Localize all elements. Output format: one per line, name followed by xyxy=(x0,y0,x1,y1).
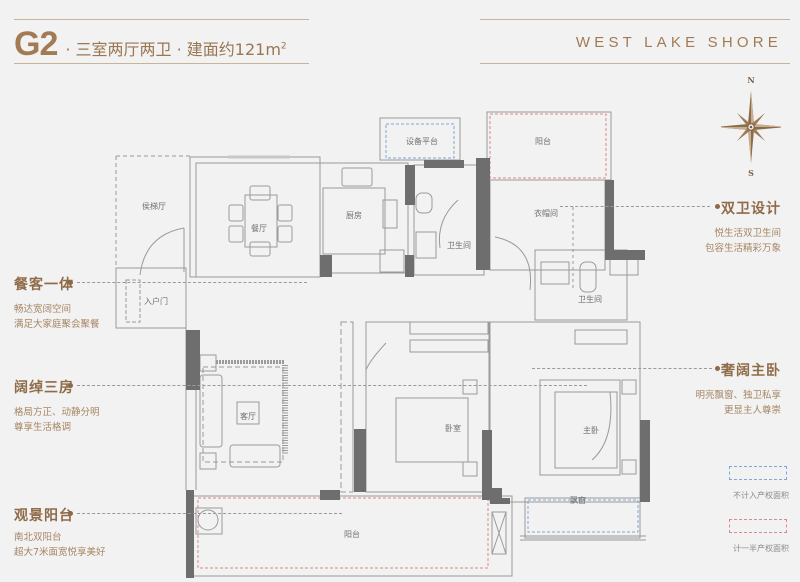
room-label-entrance: 入户门 xyxy=(144,296,168,306)
room-label-dining: 餐厅 xyxy=(251,224,267,233)
callout-line xyxy=(77,513,342,514)
feature-view-balcony: 观景阳台 南北双阳台 超大7米面宽悦享美好 xyxy=(14,505,106,560)
feature-title: 奢阔主卧 xyxy=(721,363,781,379)
callout-dot xyxy=(715,204,720,209)
feature-dual-bathrooms: 双卫设计 悦生活双卫生间 包容生活精彩万象 xyxy=(705,198,781,256)
room-label-bathroom-1: 卫生间 xyxy=(447,240,471,250)
floorplan-title: G2 · 三室两厅两卫 · 建面约121m2 xyxy=(14,25,287,64)
brand-bottom-rule xyxy=(480,63,790,64)
feature-desc-line: 畅达宽阔空间 xyxy=(14,304,72,315)
feature-title: 餐客一体 xyxy=(14,277,74,293)
feature-master-suite: 奢阔主卧 明亮飘窗、独卫私享 更显主人尊崇 xyxy=(695,360,781,418)
callout-line xyxy=(532,368,712,369)
layout-summary: · 三室两厅两卫 · 建面约121m2 xyxy=(65,36,286,60)
feature-title: 观景阳台 xyxy=(14,508,74,524)
legend-label-half-area: 计一半产权面积 xyxy=(733,544,789,553)
south-label: S xyxy=(748,168,754,178)
room-label-kitchen: 厨房 xyxy=(346,210,362,220)
feature-desc-line: 悦生活双卫生间 xyxy=(714,228,781,239)
feature-desc: 明亮飘窗、独卫私享 更显主人尊崇 xyxy=(695,388,781,418)
room-label-north-balcony: 阳台 xyxy=(535,136,551,146)
room-label-elevator-hall: 侯梯厅 xyxy=(142,201,166,211)
callout-dot xyxy=(68,511,73,516)
feature-desc-line: 南北双阳台 xyxy=(14,532,62,543)
callout-line xyxy=(560,206,710,207)
header-top-rule xyxy=(14,19,309,20)
feature-dining-living: 餐客一体 畅达宽阔空间 满足大家庭聚会聚餐 xyxy=(14,274,100,332)
room-label-living: 客厅 xyxy=(240,411,256,421)
room-label-closet: 衣帽间 xyxy=(534,208,558,218)
feature-desc-line: 满足大家庭聚会聚餐 xyxy=(14,319,100,330)
area-superscript: 2 xyxy=(280,41,287,52)
layout-summary-text: · 三室两厅两卫 · 建面约121m xyxy=(65,40,281,59)
callout-dot xyxy=(68,383,73,388)
feature-desc: 格局方正、动静分明 尊享生活格调 xyxy=(14,405,100,435)
feature-desc-line: 更显主人尊崇 xyxy=(723,405,781,416)
feature-desc-line: 包容生活精彩万象 xyxy=(704,243,781,254)
room-label-master-bedroom: 主卧 xyxy=(583,425,599,435)
room-label-bay-window: 飘窗 xyxy=(570,495,586,505)
feature-desc-line: 超大7米面宽悦享美好 xyxy=(14,547,106,558)
room-label-equipment-platform: 设备平台 xyxy=(406,136,438,146)
feature-title: 阔绰三房 xyxy=(14,380,74,396)
callout-dot xyxy=(715,366,720,371)
room-label-bedroom: 卧室 xyxy=(445,423,461,433)
brand-top-rule xyxy=(480,19,790,20)
callout-line xyxy=(77,385,587,386)
callout-dot xyxy=(68,280,73,285)
compass-rose: N S xyxy=(721,70,781,180)
feature-desc: 畅达宽阔空间 满足大家庭聚会聚餐 xyxy=(14,302,100,332)
room-label-south-balcony: 阳台 xyxy=(344,529,360,539)
feature-desc-line: 尊享生活格调 xyxy=(14,422,72,433)
feature-desc-line: 格局方正、动静分明 xyxy=(14,407,100,418)
legend-swatch-half-area xyxy=(729,519,787,533)
legend-label-excluded-area: 不计入产权面积 xyxy=(733,491,789,500)
feature-desc-line: 明亮飘窗、独卫私享 xyxy=(695,390,781,401)
compass-star-icon xyxy=(721,91,781,163)
north-label: N xyxy=(747,75,755,85)
legend-swatch-excluded-area xyxy=(729,466,787,480)
feature-desc: 南北双阳台 超大7米面宽悦享美好 xyxy=(14,530,106,560)
feature-desc: 悦生活双卫生间 包容生活精彩万象 xyxy=(705,226,781,256)
feature-three-bedrooms: 阔绰三房 格局方正、动静分明 尊享生活格调 xyxy=(14,377,100,435)
callout-line xyxy=(77,282,307,283)
room-label-bathroom-2: 卫生间 xyxy=(578,294,602,304)
brand-name: WEST LAKE SHORE xyxy=(575,34,782,51)
header-bottom-rule xyxy=(14,63,309,64)
feature-title: 双卫设计 xyxy=(721,201,781,217)
model-code: G2 xyxy=(14,25,58,63)
